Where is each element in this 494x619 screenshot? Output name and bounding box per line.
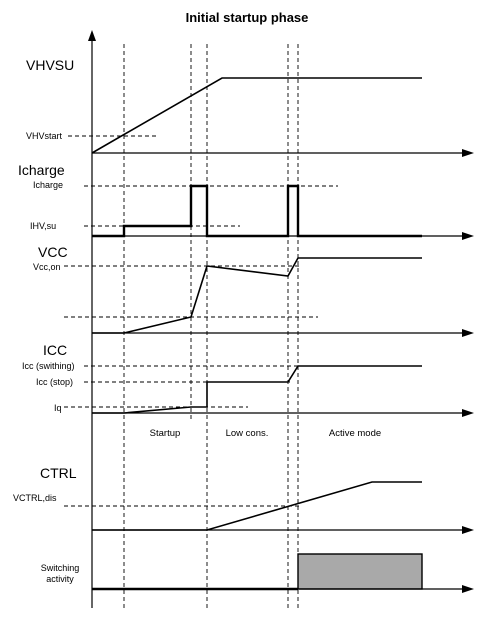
phase-label-startup: Startup <box>150 428 181 439</box>
switching-activity-trace: Switching activity <box>41 553 474 593</box>
ctrl-label: CTRL <box>40 465 77 481</box>
vcc-label: VCC <box>38 244 68 260</box>
phase-labels: Startup Low cons. Active mode <box>150 428 381 439</box>
icc-switching-level-label: Icc (swithing) <box>22 361 75 371</box>
icharge-label: Icharge <box>18 162 65 178</box>
vertical-axis <box>88 30 96 608</box>
vhvsu-trace: VHVSU VHVstart <box>26 57 474 157</box>
vcc-waveform <box>92 257 422 334</box>
icharge-time-arrow <box>462 232 474 240</box>
vhvstart-level-label: VHVstart <box>26 131 63 141</box>
ctrl-trace: CTRL VCTRL,dis <box>13 465 474 534</box>
icharge-trace: Icharge Icharge IHV,su <box>18 162 474 240</box>
diagram-title: Initial startup phase <box>186 10 309 25</box>
switching-label-line2: activity <box>46 574 74 584</box>
icc-stop-level-label: Icc (stop) <box>36 377 73 387</box>
vhvsu-label: VHVSU <box>26 57 74 73</box>
switching-time-arrow <box>462 585 474 593</box>
phase-label-active-mode: Active mode <box>329 428 381 439</box>
ctrl-waveform <box>92 481 422 531</box>
vcc-trace: VCC Vcc,on <box>33 244 474 337</box>
ctrl-time-arrow <box>462 526 474 534</box>
icharge-waveform <box>92 184 422 238</box>
vctrldis-level-label: VCTRL,dis <box>13 493 57 503</box>
switching-activity-block <box>297 553 423 590</box>
iq-level-label: Iq <box>54 403 62 413</box>
phase-label-low-consumption: Low cons. <box>226 428 269 439</box>
phase-markers <box>123 44 299 608</box>
ihvsu-level-label: IHV,su <box>30 221 56 231</box>
icc-label: ICC <box>43 342 67 358</box>
icc-trace: ICC Icc (swithing) Icc (stop) Iq <box>22 342 474 417</box>
vccon-level-label: Vcc,on <box>33 262 61 272</box>
icc-waveform <box>92 365 422 414</box>
switching-label-line1: Switching <box>41 563 80 573</box>
icc-time-arrow <box>462 409 474 417</box>
vhvsu-time-arrow <box>462 149 474 157</box>
vcc-time-arrow <box>462 329 474 337</box>
vhvsu-waveform <box>91 77 422 154</box>
icharge-high-level-label: Icharge <box>33 180 63 190</box>
